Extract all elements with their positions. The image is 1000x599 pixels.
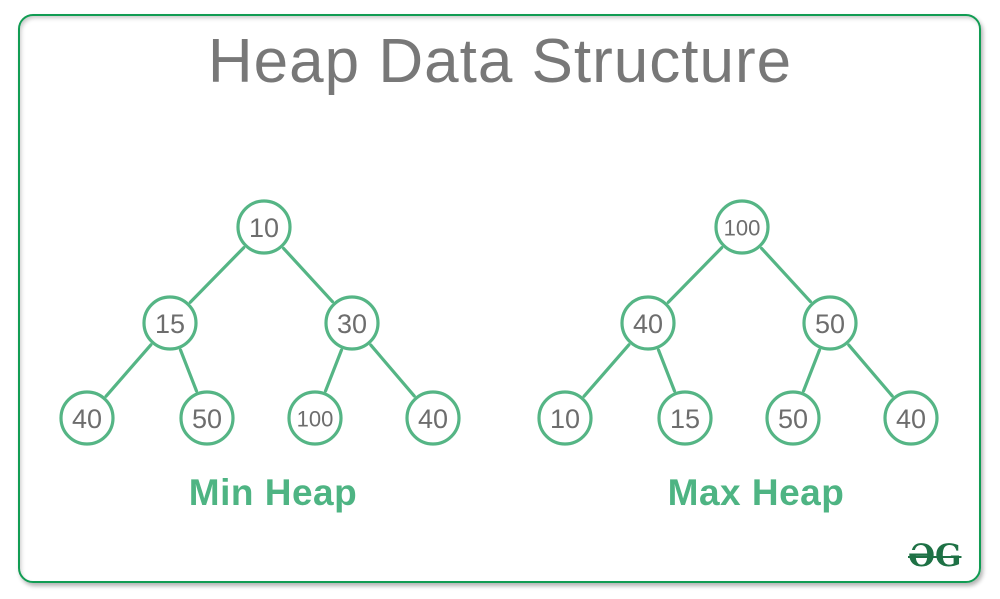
tree-edge — [656, 348, 677, 393]
max-heap-tree: 100 40 50 10 15 50 40 — [537, 199, 939, 446]
tree-node-value: 15 — [155, 309, 185, 339]
min-heap-tree: 10 15 30 40 50 100 40 — [59, 199, 461, 446]
tree-node-value: 10 — [550, 404, 580, 434]
tree-node-value: 100 — [297, 407, 334, 432]
tree-edge — [369, 343, 416, 398]
min-heap-label: Min Heap — [188, 472, 358, 513]
tree-node-circle — [657, 390, 713, 446]
tree-node-circle — [236, 199, 292, 255]
tree-node-circle — [620, 295, 676, 351]
tree-node-value: 40 — [633, 309, 663, 339]
tree-node-value: 40 — [896, 404, 926, 434]
tree-edge — [178, 348, 199, 393]
tree-node-circle — [883, 390, 939, 446]
tree-node-circle — [765, 390, 821, 446]
max-heap-label: Max Heap — [667, 472, 845, 513]
tree-node-value: 100 — [724, 216, 761, 241]
tree-node-circle — [405, 390, 461, 446]
page-title: Heap Data Structure — [207, 27, 793, 96]
tree-node-circle — [179, 390, 235, 446]
tree-node-circle — [714, 199, 770, 255]
tree-edge — [666, 246, 724, 304]
tree-node-value: 30 — [337, 309, 367, 339]
tree-node-circle — [537, 390, 593, 446]
tree-node-value: 50 — [192, 404, 222, 434]
tree-edge — [282, 246, 334, 304]
tree-edge — [582, 343, 631, 398]
tree-node-circle — [324, 295, 380, 351]
tree-node-value: 10 — [249, 213, 279, 243]
tree-node-circle — [802, 295, 858, 351]
tree-edge — [847, 343, 894, 398]
tree-node-value: 50 — [778, 404, 808, 434]
geeksforgeeks-logo: ƏG — [908, 538, 962, 574]
tree-node-value: 40 — [72, 404, 102, 434]
tree-node-circle — [142, 295, 198, 351]
tree-node-circle — [287, 390, 343, 446]
tree-node-value: 40 — [418, 404, 448, 434]
tree-edge — [323, 348, 344, 393]
tree-edge — [759, 246, 813, 304]
tree-node-value: 15 — [670, 404, 700, 434]
tree-node-circle — [59, 390, 115, 446]
tree-edge — [188, 246, 246, 304]
tree-node-value: 50 — [815, 309, 845, 339]
tree-edge — [104, 343, 153, 398]
tree-edge — [801, 348, 822, 393]
card-border — [18, 14, 981, 583]
